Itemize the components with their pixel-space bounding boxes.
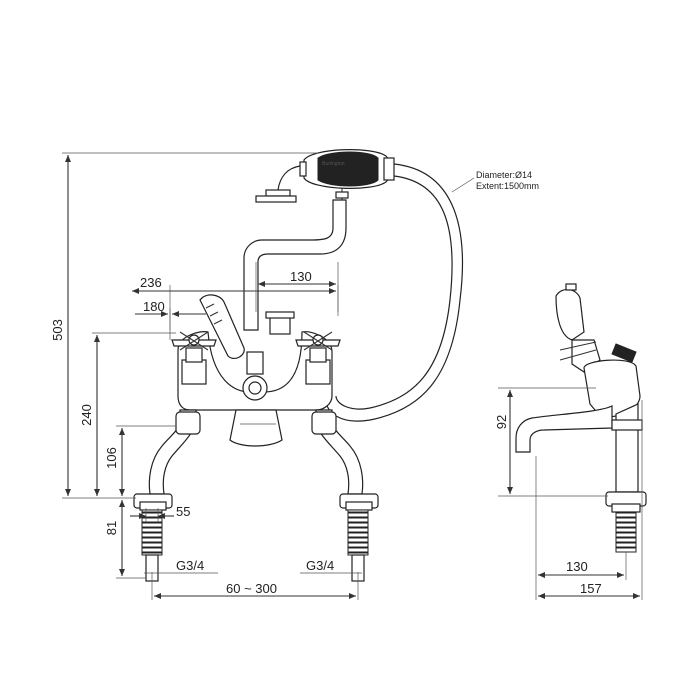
dim-81: 81 xyxy=(104,521,119,535)
side-view-dimensions: 92 130 157 xyxy=(494,387,643,600)
shower-handset: Burlington xyxy=(255,149,395,234)
dim-130-front: 130 xyxy=(290,269,312,284)
dim-130-side: 130 xyxy=(566,559,588,574)
dim-236: 236 xyxy=(140,275,162,290)
dim-106: 106 xyxy=(104,447,119,469)
side-view xyxy=(515,283,647,553)
front-view-dimensions: 503 240 106 81 236 180 130 55 xyxy=(50,152,539,600)
handset-brand-label: Burlington xyxy=(322,161,345,167)
dim-92: 92 xyxy=(494,415,509,429)
thread-left-label: G3/4 xyxy=(176,558,204,573)
thread-right-label: G3/4 xyxy=(306,558,334,573)
hose-extent-note: Extent:1500mm xyxy=(476,181,539,191)
dim-240: 240 xyxy=(79,404,94,426)
dim-503: 503 xyxy=(50,319,65,341)
dim-centres: 60 ~ 300 xyxy=(226,581,277,596)
front-view: Burlington xyxy=(133,149,464,582)
dim-180: 180 xyxy=(143,299,165,314)
hose-diameter-note: Diameter:Ø14 xyxy=(476,170,532,180)
dim-55: 55 xyxy=(176,504,190,519)
dim-157: 157 xyxy=(580,581,602,596)
